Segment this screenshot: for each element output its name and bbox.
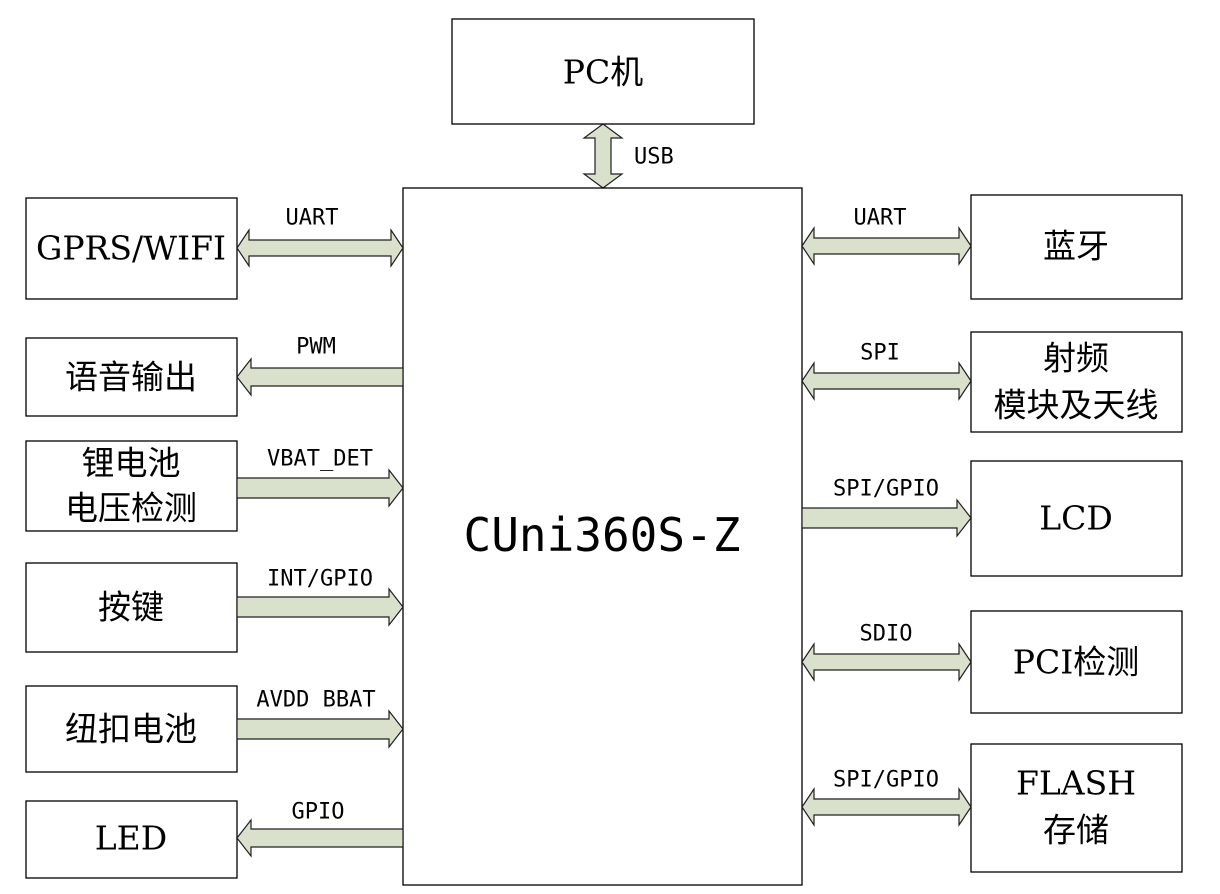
right-arrow-rf-module [801, 361, 972, 401]
left-link-battery-voltage: VBAT_DET [267, 447, 373, 472]
right-label-pci-detect: PCI检测 [1013, 643, 1140, 682]
left-arrow-led [236, 818, 404, 858]
right-arrow-pci-detect [801, 642, 972, 682]
pc-usb-label: USB [634, 145, 674, 170]
left-label-battery-voltage-line2: 电压检测 [65, 489, 197, 528]
main-chip-box [402, 187, 803, 886]
right-label-flash-line2: 存储 [1043, 811, 1109, 850]
left-box-audio-out [25, 337, 238, 417]
right-box-lcd [970, 460, 1183, 577]
left-arrow-battery-voltage [236, 468, 404, 508]
right-link-rf-module: SPI [860, 341, 900, 366]
right-box-flash [970, 743, 1183, 873]
main-chip-label: CUni360S-Z [464, 508, 741, 562]
right-link-pci-detect: SDIO [860, 622, 913, 647]
pc-label: PC机 [563, 53, 643, 92]
right-label-rf-module-line1: 射频 [1043, 339, 1109, 378]
right-arrow-bluetooth [801, 226, 972, 266]
left-label-gprs-wifi: GPRS/WIFI [36, 229, 226, 268]
left-box-led [25, 800, 238, 879]
left-link-coin-battery: AVDD BBAT [256, 688, 375, 713]
right-label-lcd: LCD [1039, 499, 1113, 538]
right-link-lcd: SPI/GPIO [833, 477, 939, 502]
left-label-keys: 按键 [98, 588, 164, 627]
left-label-coin-battery: 纽扣电池 [65, 710, 197, 749]
left-link-gprs-wifi: UART [286, 206, 339, 231]
right-label-flash-line1: FLASH [1016, 764, 1136, 803]
right-label-rf-module-line2: 模块及天线 [994, 386, 1159, 425]
pc-usb-arrow [582, 123, 624, 189]
left-box-coin-battery [25, 685, 238, 773]
left-link-audio-out: PWM [296, 335, 336, 360]
left-box-battery-voltage [25, 440, 238, 532]
left-label-battery-voltage-line1: 锂电池 [82, 444, 181, 483]
right-arrow-lcd [801, 498, 972, 538]
left-arrow-gprs-wifi [236, 228, 404, 268]
left-link-keys: INT/GPIO [267, 567, 373, 592]
left-link-led: GPIO [292, 800, 345, 825]
right-box-rf-module [970, 331, 1183, 433]
left-arrow-coin-battery [236, 709, 404, 749]
right-label-bluetooth: 蓝牙 [1043, 227, 1109, 266]
left-box-gprs-wifi [25, 197, 238, 300]
left-box-keys [25, 562, 238, 653]
right-link-bluetooth: UART [854, 206, 907, 231]
left-arrow-audio-out [236, 357, 404, 397]
left-label-led: LED [95, 819, 167, 858]
left-arrow-keys [236, 587, 404, 627]
left-label-audio-out: 语音输出 [65, 358, 197, 397]
right-box-pci-detect [970, 610, 1183, 714]
right-link-flash: SPI/GPIO [833, 768, 939, 793]
pc-box [451, 18, 755, 125]
right-arrow-flash [801, 787, 972, 827]
